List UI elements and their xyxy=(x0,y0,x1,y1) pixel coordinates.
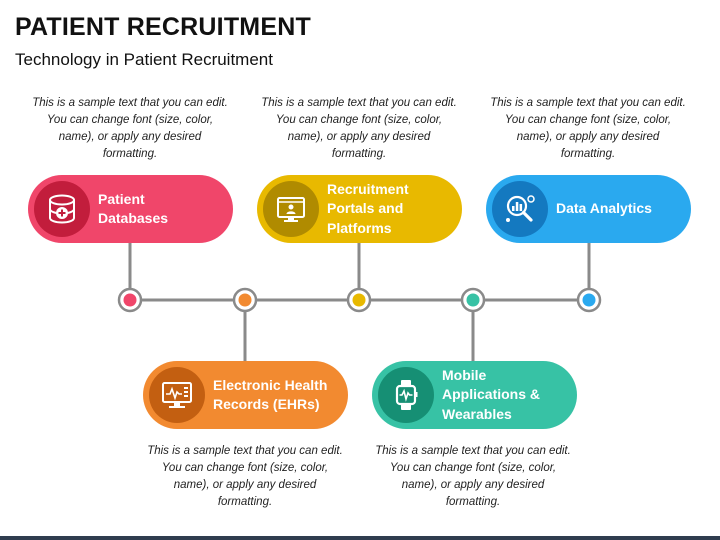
timeline-dot-2 xyxy=(232,287,258,313)
pill-label-recruitment-portals: Recruitment Portals and Platforms xyxy=(327,180,409,236)
timeline-dot-1 xyxy=(117,287,143,313)
timeline-dot-4 xyxy=(460,287,486,313)
description-5: This is a sample text that you can edit.… xyxy=(490,97,686,160)
pill-electronic-health-records: Electronic Health Records (EHRs) xyxy=(143,361,348,429)
web-portal-icon xyxy=(263,181,319,237)
smartwatch-icon xyxy=(378,367,434,423)
timeline-dot-3 xyxy=(346,287,372,313)
pill-patient-databases: Patient Databases xyxy=(28,175,233,243)
pill-mobile-wearables: Mobile Applications & Wearables xyxy=(372,361,577,429)
bottom-bar xyxy=(0,536,720,540)
description-2: This is a sample text that you can edit.… xyxy=(147,445,343,508)
page-title: PATIENT RECRUITMENT xyxy=(15,13,311,41)
description-3: This is a sample text that you can edit.… xyxy=(261,97,457,160)
description-4: This is a sample text that you can edit.… xyxy=(375,445,571,508)
page-subtitle: Technology in Patient Recruitment xyxy=(15,50,273,69)
monitor-health-records-icon xyxy=(149,367,205,423)
pill-label-mobile-wearables: Mobile Applications & Wearables xyxy=(442,366,541,422)
pill-data-analytics: Data Analytics xyxy=(486,175,691,243)
description-1: This is a sample text that you can edit.… xyxy=(32,97,228,160)
database-medical-icon xyxy=(34,181,90,237)
pill-recruitment-portals: Recruitment Portals and Platforms xyxy=(257,175,462,243)
pill-label-data-analytics: Data Analytics xyxy=(556,200,652,217)
timeline-dot-5 xyxy=(576,287,602,313)
pill-label-patient-databases: Patient Databases xyxy=(98,190,169,227)
analytics-magnifier-icon xyxy=(492,181,548,237)
pill-label-electronic-health-records: Electronic Health Records (EHRs) xyxy=(213,376,328,413)
